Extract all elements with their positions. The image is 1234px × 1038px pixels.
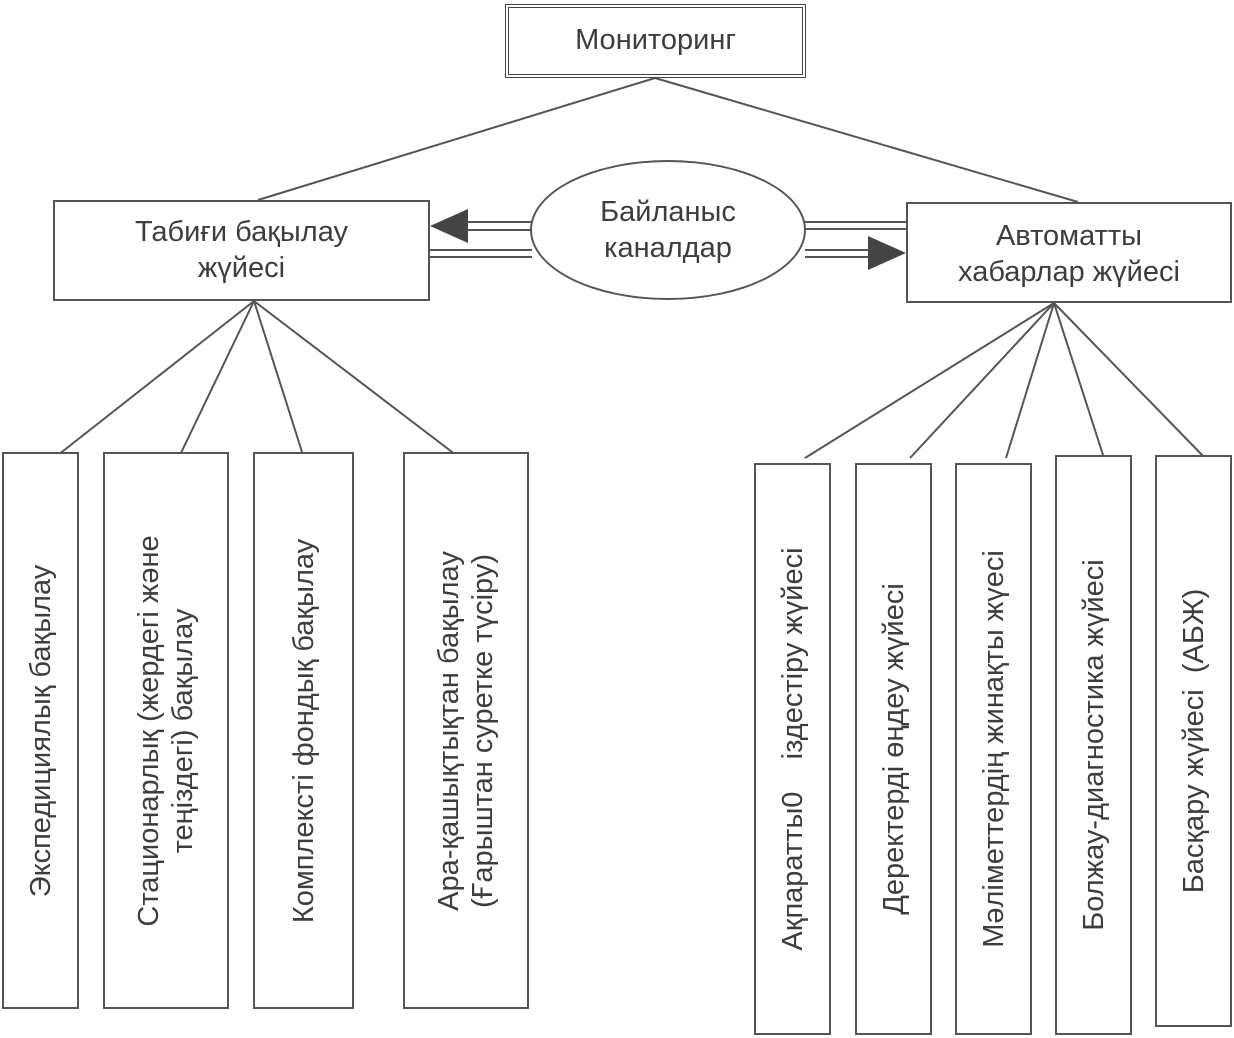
left-item-2: Стационарлық (жердегі және теңіздегі) ба… <box>103 452 229 1009</box>
channel-ellipse: Байланыс каналдар <box>530 160 806 300</box>
right-item-3-label: Мәліметтердің жинақты жүесі <box>977 550 1010 948</box>
line-right-item-2 <box>909 302 1055 459</box>
right-system-box: Автоматты хабарлар жүйесі <box>906 202 1232 303</box>
right-system-label: Автоматты хабарлар жүйесі <box>958 220 1180 288</box>
left-item-1: Экспедициялық бақылау <box>2 452 79 1009</box>
left-system-box: Табиғи бақылау жүйесі <box>53 200 430 301</box>
channel-label: Байланыс каналдар <box>600 196 736 264</box>
right-item-4: Болжау-диагностика жүйесі <box>1055 455 1132 1035</box>
right-item-5-label: Басқару жүйесі (АБЖ) <box>1177 588 1210 894</box>
line-right-item-5 <box>1053 302 1206 459</box>
left-item-2-label: Стационарлық (жердегі және теңіздегі) ба… <box>133 534 199 927</box>
line-right-item-4 <box>1053 302 1105 459</box>
left-item-1-label: Экспедициялық бақылау <box>24 564 57 897</box>
line-left-item-4 <box>253 300 457 456</box>
line-left-item-2 <box>179 300 255 456</box>
line-root-right <box>654 77 1079 203</box>
right-item-3: Мәліметтердің жинақты жүесі <box>955 463 1032 1035</box>
right-item-4-label: Болжау-диагностика жүйесі <box>1077 559 1110 931</box>
right-item-1: Ақпаратты0 іздестіру жүйесі <box>754 463 831 1035</box>
right-item-2: Деректерді өңдеу жүйесі <box>855 463 932 1035</box>
root-box: Мониторинг <box>505 4 806 78</box>
right-item-1-label: Ақпаратты0 іздестіру жүйесі <box>776 547 809 951</box>
left-item-3: Комплексті фондық бақылау <box>253 452 354 1009</box>
right-item-2-label: Деректерді өңдеу жүйесі <box>877 583 910 915</box>
left-system-label: Табиғи бақылау жүйесі <box>134 216 348 284</box>
root-label: Мониторинг <box>575 24 736 56</box>
line-right-item-1 <box>804 302 1055 459</box>
left-item-4-label: Ара-қашықтықтан бақылау (Ғарыштан суретк… <box>433 550 499 911</box>
right-item-5: Басқару жүйесі (АБЖ) <box>1155 455 1232 1027</box>
arrow-right-icon <box>868 236 906 270</box>
left-item-3-label: Комплексті фондық бақылау <box>287 538 320 923</box>
line-root-left <box>257 77 656 201</box>
arrow-left-icon <box>430 209 468 243</box>
line-left-item-3 <box>253 300 304 456</box>
line-left-item-1 <box>57 300 255 456</box>
left-item-4: Ара-қашықтықтан бақылау (Ғарыштан суретк… <box>403 452 529 1009</box>
line-right-item-3 <box>1005 302 1055 459</box>
